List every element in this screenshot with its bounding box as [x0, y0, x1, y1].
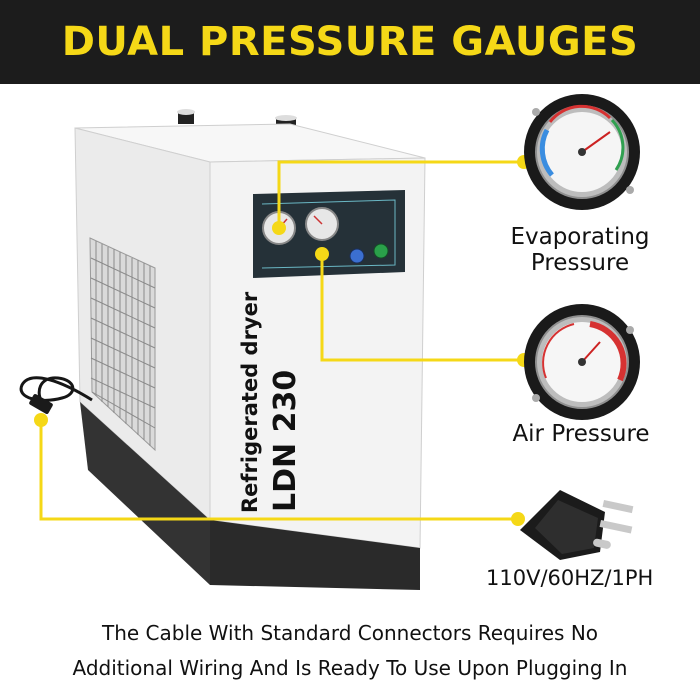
power-cord — [19, 376, 93, 407]
top-fitting-left — [177, 109, 195, 124]
vent-grille — [89, 237, 156, 452]
gauge-air-closeup — [524, 304, 640, 420]
product-model: LDN 230 — [268, 369, 303, 512]
label-evaporating-line2: Pressure — [530, 250, 630, 276]
control-panel — [253, 190, 405, 278]
label-evaporating: Evaporating Pressure — [490, 224, 670, 276]
callout-line-air — [320, 254, 524, 362]
plug-closeup — [520, 490, 634, 560]
cabinet-base-side — [80, 402, 210, 585]
label-power-spec: 110V/60HZ/1PH — [486, 566, 654, 590]
cabinet-base-front — [210, 520, 420, 590]
label-air-pressure: Air Pressure — [512, 421, 650, 447]
panel-button-blue — [349, 248, 365, 264]
footer-line-2: Additional Wiring And Is Ready To Use Up… — [72, 656, 628, 680]
label-evaporating-line1: Evaporating — [510, 224, 650, 250]
header-banner — [0, 0, 700, 84]
callout-line-power — [39, 420, 518, 521]
footer-line-1: The Cable With Standard Connectors Requi… — [101, 621, 599, 645]
callout-line-evaporating — [277, 160, 524, 228]
gauge-evaporating-closeup — [524, 94, 640, 210]
product-subtitle: Refrigerated dryer — [238, 291, 262, 513]
panel-button-green — [373, 243, 389, 259]
cord-plug — [29, 394, 53, 414]
header-title: DUAL PRESSURE GAUGES — [61, 19, 639, 65]
